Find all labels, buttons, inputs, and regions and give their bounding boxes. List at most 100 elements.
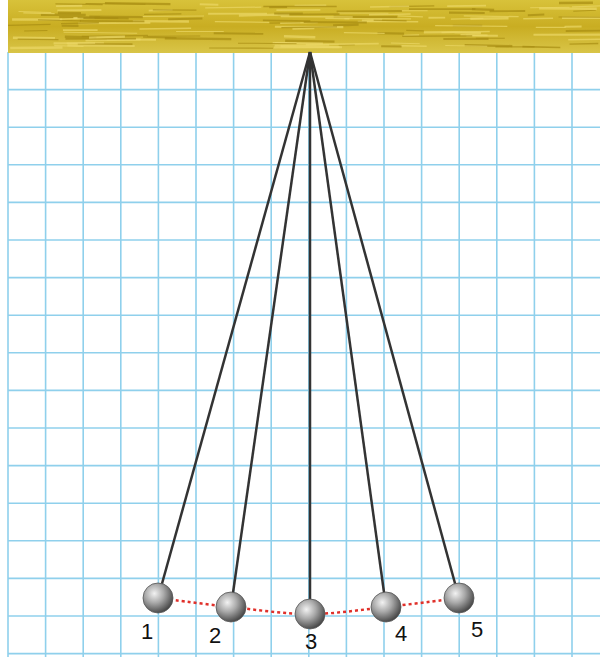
position-number: 5 — [471, 618, 483, 642]
grid-line — [8, 427, 600, 429]
grid-line — [534, 52, 536, 657]
bob — [444, 583, 474, 613]
grid-line — [496, 52, 498, 657]
texture-stroke — [344, 18, 411, 19]
position-number: 2 — [209, 624, 221, 648]
grid-line — [8, 239, 600, 241]
grid-line — [8, 314, 600, 316]
texture-stroke — [8, 24, 51, 26]
grid-line — [571, 52, 573, 657]
grid-line — [8, 202, 600, 204]
texture-stroke — [238, 43, 297, 44]
texture-stroke — [147, 35, 200, 36]
texture-stroke — [566, 30, 600, 32]
texture-stroke — [275, 44, 330, 47]
grid-line — [8, 578, 600, 580]
texture-stroke — [568, 38, 600, 40]
texture-stroke — [428, 17, 445, 19]
texture-stroke — [153, 9, 197, 11]
texture-stroke — [565, 25, 582, 27]
grid-line — [383, 52, 385, 657]
texture-stroke — [18, 39, 59, 41]
grid-line — [421, 52, 423, 657]
ceiling — [8, 0, 600, 53]
texture-stroke — [338, 12, 388, 13]
grid-line — [8, 653, 600, 655]
texture-stroke — [200, 3, 219, 5]
texture-stroke — [539, 7, 597, 10]
grid-line — [8, 352, 600, 354]
texture-stroke — [10, 46, 62, 49]
position-number: 1 — [141, 620, 153, 644]
texture-stroke — [263, 6, 336, 8]
string — [158, 52, 310, 598]
texture-stroke — [176, 31, 224, 32]
grid-line — [346, 52, 348, 657]
string — [309, 52, 312, 614]
texture-stroke — [533, 34, 600, 36]
grid-line — [8, 465, 600, 467]
texture-stroke — [451, 18, 484, 20]
texture-stroke — [402, 35, 472, 37]
texture-stroke — [275, 26, 343, 28]
texture-stroke — [495, 46, 534, 47]
bob — [216, 592, 246, 622]
texture-stroke — [455, 31, 481, 34]
texture-stroke — [56, 5, 82, 7]
texture-stroke — [398, 15, 423, 17]
texture-stroke — [490, 10, 526, 12]
texture-stroke — [215, 21, 269, 23]
texture-stroke — [276, 9, 320, 11]
texture-stroke — [86, 3, 146, 5]
string — [231, 52, 310, 607]
texture-stroke — [89, 16, 143, 19]
texture-stroke — [370, 5, 409, 7]
texture-stroke — [281, 16, 353, 18]
texture-stroke — [89, 35, 125, 38]
texture-stroke — [64, 32, 138, 34]
grid-line — [158, 52, 160, 657]
texture-stroke — [168, 18, 202, 21]
texture-stroke — [80, 20, 145, 22]
texture-stroke — [464, 15, 519, 17]
texture-stroke — [57, 9, 101, 11]
texture-stroke — [142, 15, 204, 17]
texture-stroke — [285, 40, 334, 43]
grid-line — [82, 52, 84, 657]
texture-stroke — [205, 7, 261, 9]
texture-stroke — [139, 27, 191, 29]
strings — [158, 52, 459, 614]
texture-stroke — [523, 18, 553, 20]
texture-stroke — [374, 19, 407, 21]
texture-stroke — [67, 44, 134, 47]
grid-line — [8, 390, 600, 392]
texture-stroke — [381, 45, 401, 47]
grid-line — [8, 126, 600, 128]
texture-stroke — [449, 11, 485, 14]
texture-stroke — [67, 42, 95, 44]
grid-line — [8, 164, 600, 166]
grid-line — [8, 277, 600, 279]
grid-line — [458, 52, 460, 657]
texture-stroke — [263, 20, 310, 22]
texture-stroke — [214, 32, 264, 35]
texture-stroke — [63, 29, 98, 31]
texture-stroke — [344, 32, 385, 34]
string — [310, 52, 459, 598]
bob — [295, 599, 325, 629]
texture-stroke — [447, 5, 486, 7]
texture-stroke — [406, 30, 424, 32]
texture-stroke — [281, 26, 337, 28]
texture-stroke — [24, 30, 47, 32]
texture-stroke — [401, 10, 428, 11]
texture-stroke — [62, 25, 79, 27]
texture-stroke — [38, 19, 81, 21]
texture-stroke — [274, 46, 342, 48]
texture-stroke — [559, 16, 600, 17]
bobs — [143, 583, 474, 629]
position-number: 3 — [305, 630, 317, 654]
texture-stroke — [304, 21, 367, 24]
bob — [143, 583, 173, 613]
texture-stroke — [209, 47, 273, 48]
